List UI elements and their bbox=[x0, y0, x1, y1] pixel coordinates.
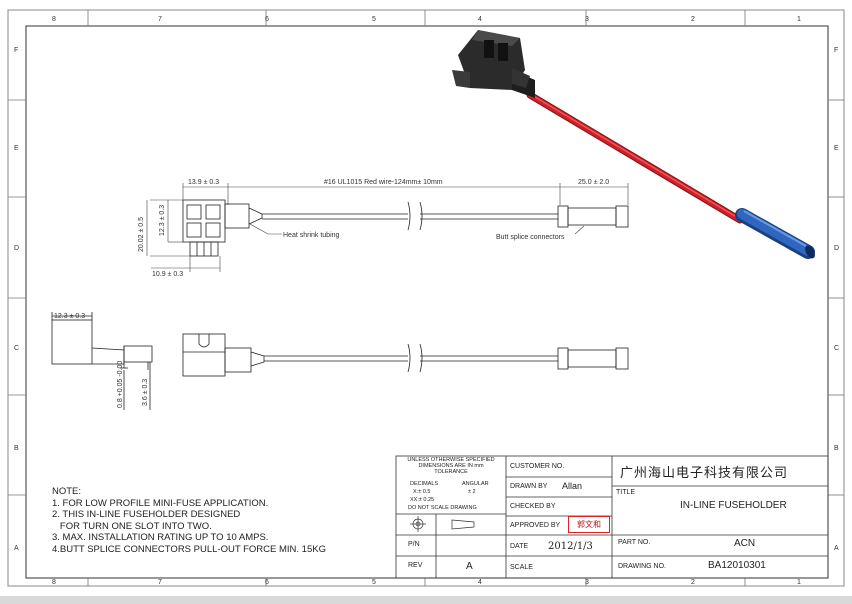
side-view-drawing bbox=[51, 312, 629, 410]
dim-bottom-width: 10.9 ± 0.3 bbox=[152, 271, 183, 278]
tolerance-x: X:± 0.5 bbox=[413, 489, 431, 495]
note-line: 3. MAX. INSTALLATION RATING UP TO 10 AMP… bbox=[52, 532, 269, 543]
top-view-drawing bbox=[182, 199, 629, 257]
dim-wire-length: #16 UL1015 Red wire-124mm± 10mm bbox=[324, 179, 443, 186]
note-line: 4.BUTT SPLICE CONNECTORS PULL-OUT FORCE … bbox=[52, 543, 326, 555]
zone-col-6: 6 bbox=[265, 16, 269, 23]
dim-terminal-thickness: 0.8 +0.05 -0.00 bbox=[117, 361, 124, 408]
zone-col-3: 3 bbox=[585, 16, 589, 23]
heat-shrink-callout: Heat shrink tubing bbox=[283, 232, 340, 239]
tolerance-decimals: DECIMALS bbox=[410, 481, 439, 487]
zone-col-2-b: 2 bbox=[691, 579, 695, 586]
zone-row-e: E bbox=[14, 145, 19, 152]
zone-row-f: F bbox=[14, 47, 18, 54]
drawing-no-label: DRAWING NO. bbox=[618, 563, 666, 570]
dim-butt-length: 25.0 ± 2.0 bbox=[578, 179, 609, 186]
customer-label: CUSTOMER NO. bbox=[510, 463, 565, 470]
tolerance-line3: TOLERANCE bbox=[434, 469, 468, 476]
top-view-dimensions bbox=[146, 183, 629, 272]
zone-col-3-b: 3 bbox=[585, 579, 589, 586]
zone-row-f-r: F bbox=[834, 47, 838, 54]
zone-col-1: 1 bbox=[797, 16, 801, 23]
dim-housing-width: 13.9 ± 0.3 bbox=[188, 179, 219, 186]
zone-row-a-r: A bbox=[834, 545, 839, 552]
dim-slot-height: 12.3 ± 0.3 bbox=[159, 205, 166, 236]
drawn-by-label: DRAWN BY bbox=[510, 483, 548, 490]
zone-row-c: C bbox=[14, 345, 19, 352]
butt-splice-callout: Butt splice connectors bbox=[496, 234, 565, 241]
tolerance-block: UNLESS OTHERWISE SPECIFIED DIMENSIONS AR… bbox=[398, 457, 504, 476]
zone-col-4: 4 bbox=[478, 16, 482, 23]
footer-bar bbox=[0, 596, 852, 604]
zone-col-6-b: 6 bbox=[265, 579, 269, 586]
zone-col-7: 7 bbox=[158, 16, 162, 23]
zone-row-c-r: C bbox=[834, 345, 839, 352]
drawing-no-value: BA12010301 bbox=[708, 560, 766, 571]
note-line: 1. FOR LOW PROFILE MINI-FUSE APPLICATION… bbox=[52, 497, 269, 509]
zone-col-8-b: 8 bbox=[52, 579, 56, 586]
zone-row-b: B bbox=[14, 445, 19, 452]
no-scale-note: DO NOT SCALE DRAWING bbox=[408, 505, 477, 511]
title-label: TITLE bbox=[616, 489, 636, 496]
tolerance-line1: UNLESS OTHERWISE SPECIFIED bbox=[407, 457, 495, 463]
title-block bbox=[395, 455, 829, 579]
drawn-by-value: Allan bbox=[562, 481, 583, 491]
zone-row-a: A bbox=[14, 545, 19, 552]
approval-stamp: 郭文和 bbox=[568, 516, 610, 533]
tolerance-xx: XX:± 0.25 bbox=[410, 497, 435, 503]
rev-value: A bbox=[466, 561, 473, 572]
date-label: DATE bbox=[510, 543, 529, 550]
zone-col-8: 8 bbox=[52, 16, 56, 23]
zone-col-7-b: 7 bbox=[158, 579, 162, 586]
note-heading: NOTE: bbox=[52, 486, 82, 497]
zone-row-e-r: E bbox=[834, 145, 839, 152]
pn-label: P/N bbox=[408, 541, 420, 548]
zone-col-2: 2 bbox=[691, 16, 695, 23]
note-line: FOR TURN ONE SLOT INTO TWO. bbox=[52, 520, 212, 532]
rev-label: REV bbox=[408, 562, 423, 569]
checked-by-label: CHECKED BY bbox=[510, 503, 556, 510]
fuseholder-3d-render bbox=[452, 30, 815, 259]
part-no-value: ACN bbox=[734, 538, 756, 549]
zone-col-4-b: 4 bbox=[478, 579, 482, 586]
scale-label: SCALE bbox=[510, 564, 533, 571]
zone-col-1-b: 1 bbox=[797, 579, 801, 586]
note-line: 2. THIS IN-LINE FUSEHOLDER DESIGNED bbox=[52, 509, 241, 520]
company-name: 广州海山电子科技有限公司 bbox=[620, 466, 789, 481]
tolerance-angular: ANGULAR bbox=[462, 481, 489, 487]
zone-row-b-r: B bbox=[834, 445, 839, 452]
zone-col-5: 5 bbox=[372, 16, 376, 23]
tolerance-angle: ± 2 bbox=[468, 489, 476, 495]
approved-by-label: APPROVED BY bbox=[510, 522, 561, 529]
drawing-title: IN-LINE FUSEHOLDER bbox=[680, 500, 787, 511]
dim-housing-height: 20.02 ± 0.5 bbox=[138, 217, 145, 252]
notes-block: NOTE: 1. FOR LOW PROFILE MINI-FUSE APPLI… bbox=[52, 486, 326, 555]
date-value: 2012/1/3 bbox=[548, 541, 593, 552]
dim-terminal-height: 3.6 ± 0.3 bbox=[142, 379, 149, 406]
zone-col-5-b: 5 bbox=[372, 579, 376, 586]
part-no-label: PART NO. bbox=[618, 539, 651, 546]
tolerance-line2: DIMENSIONS ARE IN mm bbox=[418, 463, 484, 470]
zone-row-d: D bbox=[14, 245, 19, 252]
zone-ticks bbox=[8, 10, 844, 586]
dim-side-width: 12.3 ± 0.3 bbox=[54, 313, 85, 320]
zone-row-d-r: D bbox=[834, 245, 839, 252]
projection-symbol bbox=[410, 516, 475, 532]
